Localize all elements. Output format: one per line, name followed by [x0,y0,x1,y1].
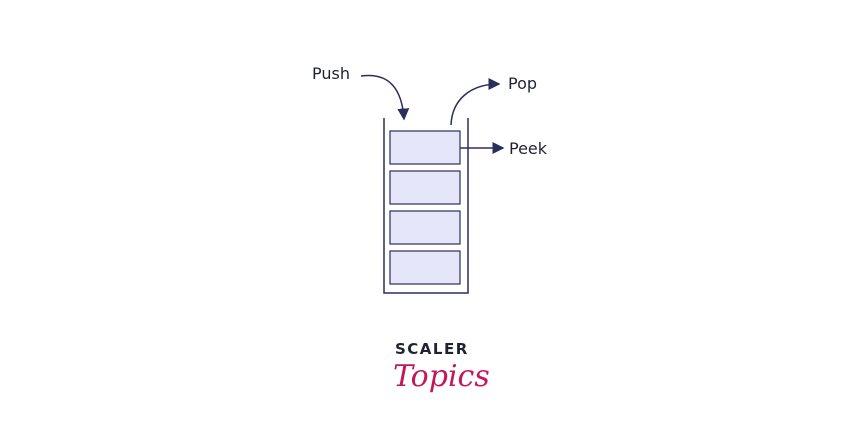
push-label: Push [312,64,350,83]
stack-container [383,118,469,294]
stack-item [389,170,461,205]
pop-arrow [450,78,501,126]
logo-scaler-text: SCALER [395,340,469,358]
logo-topics-text: Topics [393,359,490,394]
push-arrow [360,74,410,121]
stack-item [389,210,461,245]
peek-label: Peek [509,139,548,158]
stack-item [389,130,461,165]
scaler-topics-logo: SCALER Topics [393,340,490,394]
stack-item [389,250,461,285]
pop-label: Pop [508,74,537,93]
